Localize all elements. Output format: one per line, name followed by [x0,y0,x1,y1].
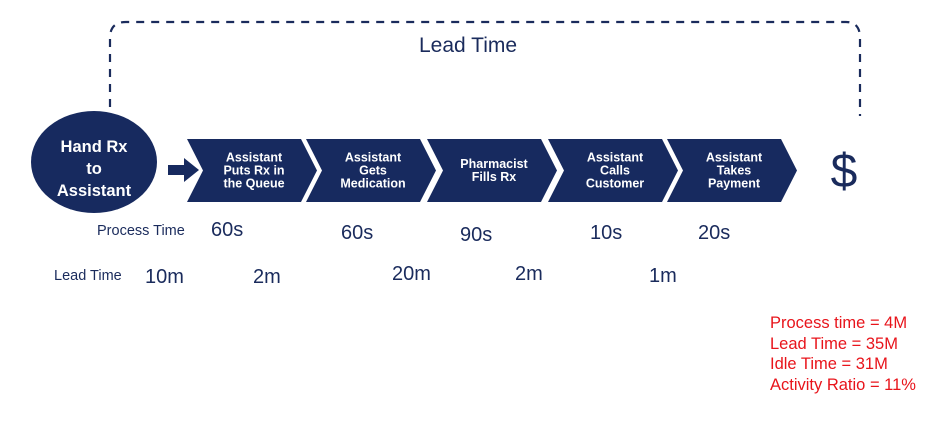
process-step-label: Assistant [587,151,644,165]
process-time-value: 60s [211,219,243,241]
process-step-label: Assistant [226,151,283,165]
process-time-value: 90s [460,224,492,246]
process-step-label: Pharmacist [460,157,528,171]
process-step-label: the Queue [223,177,284,191]
lead-time-value: 2m [515,263,543,285]
process-step-label: Calls [600,164,630,178]
process-step-label: Medication [340,177,405,191]
process-time-value: 10s [590,222,622,244]
lead-time-value: 20m [392,263,431,285]
summary-lead-time: Lead Time = 35M [770,334,898,353]
dollar-icon: $ [831,145,858,198]
process-step-label: Gets [359,164,387,178]
process-step-chevron [187,139,317,202]
start-step-circle [31,111,157,213]
start-step-line: Assistant [57,182,132,200]
summary-metrics: Process time = 4M Lead Time = 35M Idle T… [770,313,952,395]
process-step-chevron [667,139,797,202]
process-step-label: Fills Rx [472,170,517,184]
lead-time-title: Lead Time [419,34,517,57]
start-step: Hand Rx to Assistant [31,111,157,213]
right-arrow-icon [168,158,199,182]
process-time-label: Process Time [97,223,185,239]
summary-idle-time: Idle Time = 31M [770,355,888,373]
start-step-line: Hand Rx [61,138,129,156]
process-time-value: 20s [698,222,730,244]
start-step-line: to [86,160,102,178]
process-step-chevron [306,139,436,202]
process-step-label: Puts Rx in [223,164,284,178]
lead-time-bracket [108,20,862,122]
summary-process-time: Process time = 4M [770,314,908,332]
lead-time-value: 10m [145,266,184,288]
process-step-label: Takes [717,164,752,178]
process-step-label: Customer [586,177,644,191]
lead-time-row-label: Lead Time [54,268,122,284]
process-time-value: 60s [341,222,373,244]
process-step-chevron [548,139,678,202]
process-step-label: Assistant [706,151,763,165]
process-step-label: Assistant [345,151,402,165]
process-step-label: Payment [708,177,761,191]
process-step-chevron [427,139,557,202]
lead-time-value: 2m [253,266,281,288]
lead-time-value: 1m [649,265,677,287]
summary-activity-ratio: Activity Ratio = 11% [770,375,916,394]
